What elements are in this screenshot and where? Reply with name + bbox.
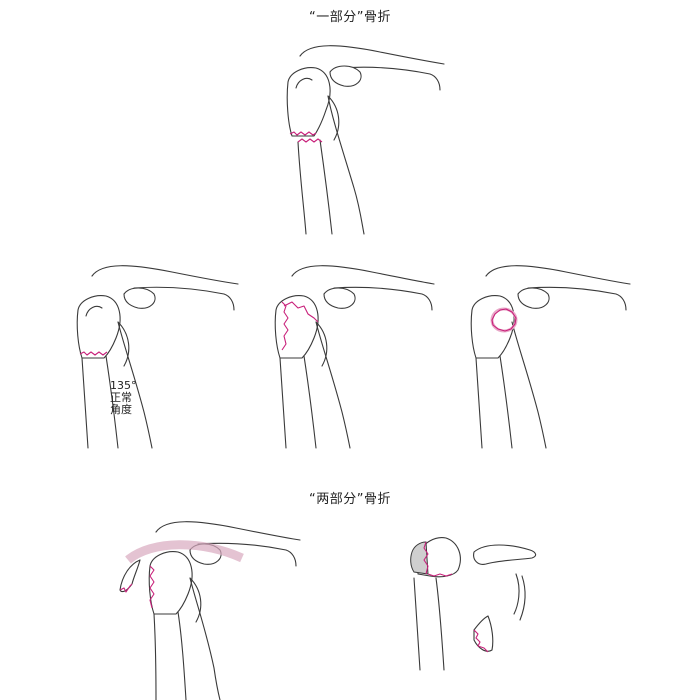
head-fracture-edge <box>423 541 453 577</box>
scapula-edge <box>315 321 351 449</box>
humeral-head <box>148 551 193 615</box>
one-part-fracture-title: “一部分”骨折 <box>309 10 391 25</box>
humeral-head-fracture-edge <box>149 565 155 609</box>
tuberosity-fracture-edge <box>473 629 489 653</box>
clavicle <box>91 265 239 311</box>
surgical-neck-fracture-line <box>289 131 323 143</box>
scapula-edge <box>327 95 365 235</box>
head-fragment-line <box>491 308 517 332</box>
anatomic-neck-line <box>79 351 108 356</box>
clavicle <box>155 521 301 567</box>
shoulder-head-fragment-fracture <box>470 265 631 449</box>
shoulder-displaced-tuberosity <box>119 521 301 700</box>
shoulder-exploded-fracture <box>410 537 537 671</box>
angle-label-line2: 角度 <box>110 403 132 416</box>
glenoid-rim <box>327 95 340 141</box>
acromion <box>323 287 356 309</box>
humeral-head <box>286 67 331 137</box>
tuberosity-fragment <box>473 615 494 652</box>
fragment-fracture-edge <box>119 583 133 593</box>
humeral-head <box>470 295 515 359</box>
scapula-edge <box>511 321 547 449</box>
humeral-shaft <box>279 355 317 449</box>
normal-angle-annotation: 135° 正常 角度 <box>110 380 137 416</box>
glenoid-rim <box>117 321 130 367</box>
humeral-head-inner <box>295 77 313 89</box>
humeral-shaft <box>297 139 333 235</box>
angle-label-line1: 正常 <box>110 391 132 404</box>
humeral-head <box>76 295 121 359</box>
clavicle <box>485 265 631 311</box>
greater-tuberosity-fracture-line <box>281 301 319 351</box>
shoulder-greater-tuberosity-fracture <box>274 265 435 449</box>
scapula-edge <box>189 577 221 700</box>
clavicle <box>291 265 435 311</box>
glenoid-rim <box>315 321 328 367</box>
angle-degrees: 135° <box>110 379 137 392</box>
shoulder-surgical-neck-fracture <box>286 45 445 235</box>
scapula-remnant <box>513 573 526 621</box>
scapula-edge <box>117 321 153 449</box>
acromion <box>329 65 362 87</box>
two-part-fracture-title: “两部分”骨折 <box>309 492 391 507</box>
clavicle <box>299 45 445 91</box>
acromion-separate <box>473 544 537 565</box>
humeral-shaft <box>153 611 187 700</box>
humeral-head <box>274 295 319 359</box>
glenoid-rim <box>189 577 202 623</box>
humeral-shaft <box>413 577 445 671</box>
acromion <box>517 287 550 309</box>
acromion <box>123 287 156 309</box>
humeral-head-separate <box>417 537 461 578</box>
humeral-head-inner <box>85 305 103 317</box>
humeral-shaft <box>81 355 119 449</box>
humeral-shaft <box>475 355 513 449</box>
shoulder-normal-angle <box>76 265 239 449</box>
rotator-cuff-band <box>125 540 244 564</box>
